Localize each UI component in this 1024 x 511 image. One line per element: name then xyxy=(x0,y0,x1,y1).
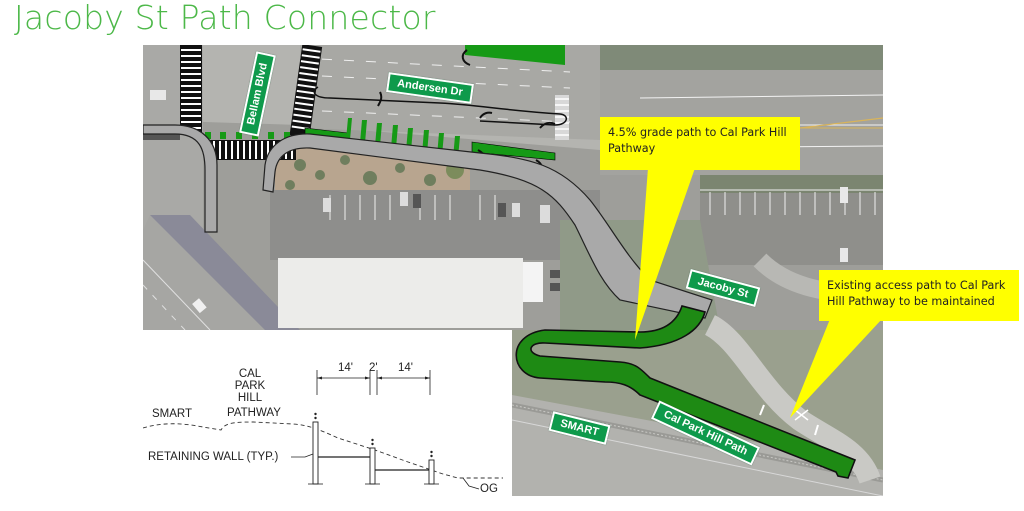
callout-existing-access-path: Existing access path to Cal Park Hill Pa… xyxy=(819,270,1019,321)
label-og: OG xyxy=(480,483,498,495)
dimension-14ft-left: 14' xyxy=(338,362,353,374)
label-retaining-wall: RETAINING WALL (TYP.) xyxy=(148,451,279,463)
page-title: Jacoby St Path Connector xyxy=(14,0,436,37)
crosswalk-left xyxy=(180,45,202,133)
label-smart: SMART xyxy=(152,408,193,420)
dimension-14ft-right: 14' xyxy=(398,362,413,374)
label-cal-park-hill-pathway: CAL PARK HILL xyxy=(234,368,266,404)
label-pathway: PATHWAY xyxy=(227,407,281,419)
cross-section-diagram xyxy=(143,370,503,490)
crosswalk-right xyxy=(289,45,323,139)
callout-grade-path: 4.5% grade path to Cal Park Hill Pathway xyxy=(600,117,800,170)
dimension-2ft: 2' xyxy=(369,362,378,374)
